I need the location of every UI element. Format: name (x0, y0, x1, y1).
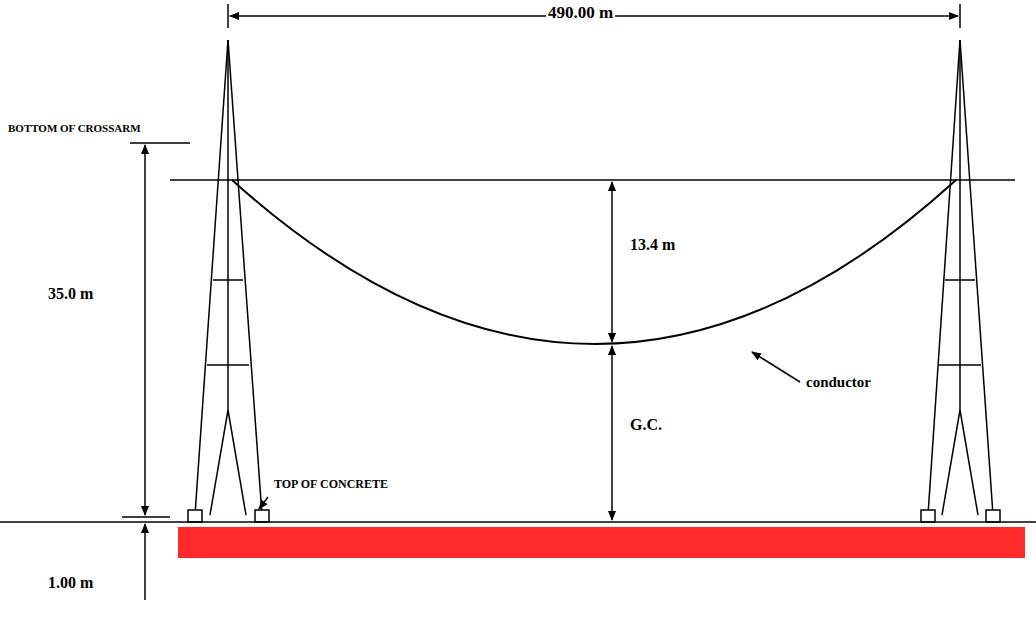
concrete-note: TOP OF CONCRETE (272, 478, 390, 491)
clearance-label: G.C. (628, 416, 664, 434)
sag-dimension: 13.4 m (628, 236, 677, 254)
crossarm-note: BOTTOM OF CROSSARM (6, 122, 143, 134)
depth-dimension: 1.00 m (46, 574, 95, 592)
conductor-label: conductor (804, 374, 873, 391)
height-dimension: 35.0 m (46, 285, 95, 303)
span-dimension: 490.00 m (546, 4, 615, 23)
concrete-band (178, 527, 1025, 558)
